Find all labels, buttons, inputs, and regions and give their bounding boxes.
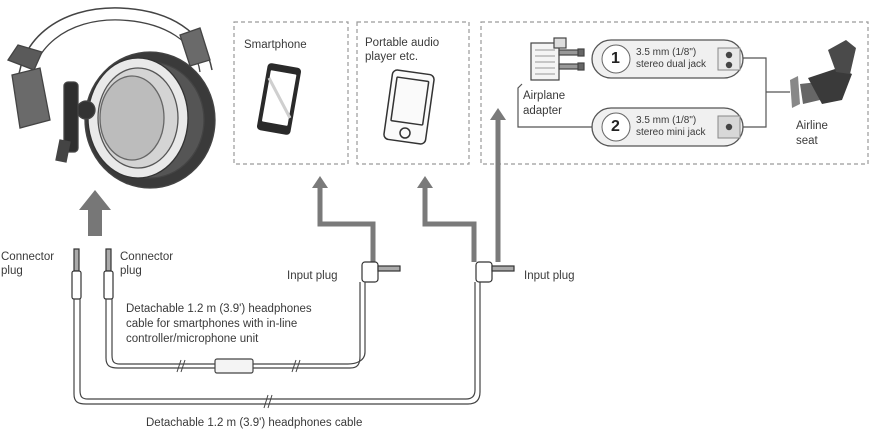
connector-plug-left [71,248,82,300]
arrow-head-smartphone [312,176,328,188]
portable-player-icon [383,69,435,145]
label-connector-right-2: plug [120,265,142,277]
jack-2-line2: stereo mini jack [636,127,706,138]
cable-break-marks [176,359,301,409]
airline-seat-icon [790,40,856,108]
label-airplane-adapter-1: Airplane [523,90,566,102]
label-input-plug-right: Input plug [524,270,575,282]
jack-number-2: 2 [611,118,620,135]
input-plug-left [361,261,401,283]
label-connector-right-1: Connector [120,251,174,263]
input-plug-right [475,261,515,283]
portable-player-box [356,21,470,165]
up-arrows-devices [317,118,501,262]
airplane-connection-lines [517,57,790,128]
jack-1-line2: stereo dual jack [636,59,707,70]
cables [73,282,481,405]
label-portable-player-2: player etc. [365,51,419,63]
label-smartphone-cable-3: controller/microphone unit [126,333,259,345]
arrow-head-player [417,176,433,188]
connector-plug-right [103,248,114,300]
label-input-plug-left: Input plug [287,270,338,282]
label-smartphone-cable-1: Detachable 1.2 m (3.9') headphones [126,303,312,315]
jack-pill-1 [591,39,744,79]
airplane-adapter-icon [530,37,585,81]
label-standard-cable: Detachable 1.2 m (3.9') headphones cable [146,417,363,429]
label-smartphone-cable-2: cable for smartphones with in-line [126,318,298,330]
arrow-head-airplane [490,108,506,120]
label-smartphone: Smartphone [244,39,307,51]
label-airline-seat-1: Airline [796,120,828,132]
up-arrow-headphones [79,190,111,236]
jack-number-1: 1 [611,50,620,67]
label-airline-seat-2: seat [796,135,818,147]
smartphone-box [233,21,349,165]
headphones-icon [7,7,216,189]
jack-1-line1: 3.5 mm (1/8") [636,47,697,58]
label-connector-left-1: Connector [1,251,55,263]
label-portable-player-1: Portable audio [365,37,440,49]
jack-2-line1: 3.5 mm (1/8") [636,115,697,126]
label-airplane-adapter-2: adapter [523,105,563,117]
label-connector-left-2: plug [1,265,23,277]
smartphone-icon [256,63,302,135]
airplane-box [480,21,869,165]
jack-pill-2 [591,107,744,147]
